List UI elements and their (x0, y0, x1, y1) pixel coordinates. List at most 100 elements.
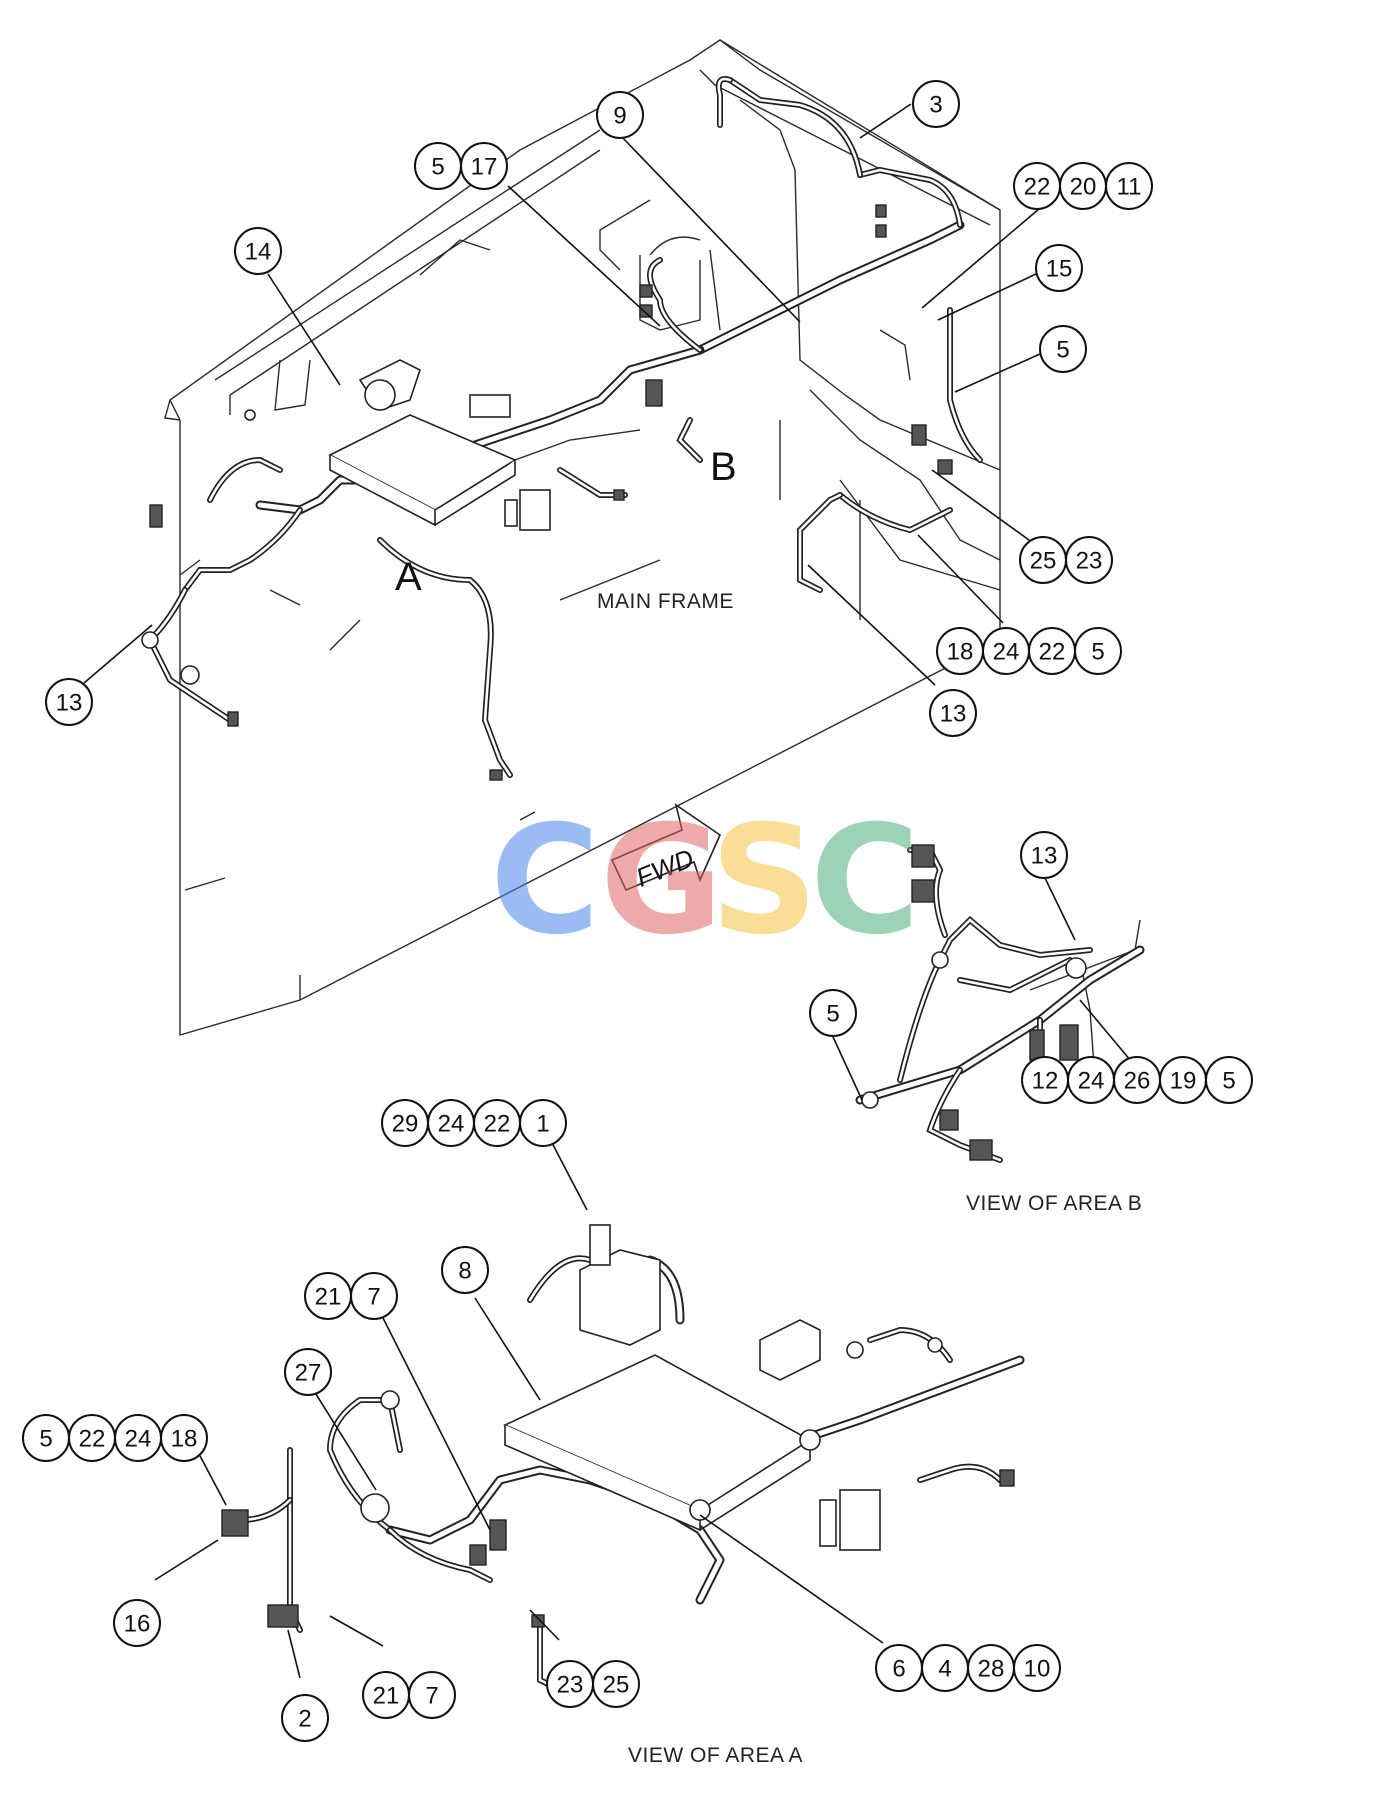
callout-balloon: 18 (936, 627, 984, 675)
callout-balloon: 4 (921, 1644, 969, 1692)
callout-number: 2 (298, 1706, 311, 1733)
callout-number: 19 (1170, 1068, 1197, 1095)
callout-number: 12 (1032, 1068, 1059, 1095)
callout-balloon: 7 (408, 1671, 456, 1719)
callout-balloon: 2 (281, 1694, 329, 1742)
callout-group-c13-b: 13 (1020, 831, 1068, 879)
callout-number: 5 (1091, 639, 1104, 666)
callout-balloon: 23 (546, 1660, 594, 1708)
callout-number: 29 (392, 1111, 419, 1138)
callout-number: 3 (929, 92, 942, 119)
callout-balloon: 21 (362, 1671, 410, 1719)
callout-number: 25 (603, 1672, 630, 1699)
watermark-letter: C (810, 794, 920, 968)
callout-number: 17 (471, 154, 498, 181)
callout-group-c13-mid: 13 (929, 689, 977, 737)
callout-balloon: 5 (1039, 325, 1087, 373)
callout-balloon: 19 (1159, 1056, 1207, 1104)
callout-number: 26 (1124, 1068, 1151, 1095)
callout-number: 15 (1046, 256, 1073, 283)
callout-number: 24 (993, 639, 1020, 666)
callout-balloon: 15 (1035, 244, 1083, 292)
callout-group-c3: 3 (912, 80, 960, 128)
callout-number: 13 (1031, 843, 1058, 870)
callout-balloon: 24 (427, 1099, 475, 1147)
callout-number: 9 (613, 103, 626, 130)
watermark-letter: C (490, 794, 600, 968)
callout-number: 22 (1039, 639, 1066, 666)
callout-group-c9: 9 (596, 91, 644, 139)
callout-balloon: 16 (113, 1599, 161, 1647)
callout-balloon: 3 (912, 80, 960, 128)
callout-balloon: 22 (1028, 627, 1076, 675)
callout-balloon: 25 (592, 1660, 640, 1708)
callout-number: 22 (1024, 174, 1051, 201)
callout-balloon: 22 (68, 1414, 116, 1462)
callout-number: 8 (458, 1258, 471, 1285)
callout-balloon: 8 (441, 1246, 489, 1294)
callout-balloon: 5 (22, 1414, 70, 1462)
callout-group-c25-23: 25 23 (1019, 536, 1113, 584)
callout-balloon: 27 (284, 1348, 332, 1396)
callout-number: 5 (1056, 337, 1069, 364)
callout-number: 6 (892, 1656, 905, 1683)
callout-number: 10 (1024, 1656, 1051, 1683)
callout-number: 28 (978, 1656, 1005, 1683)
callout-balloon: 11 (1105, 162, 1153, 210)
callout-number: 23 (1076, 548, 1103, 575)
callout-number: 11 (1117, 174, 1142, 201)
callout-balloon: 23 (1065, 536, 1113, 584)
callout-number: 5 (1222, 1068, 1235, 1095)
callout-number: 7 (367, 1284, 380, 1311)
callout-number: 14 (245, 239, 272, 266)
callout-balloon: 9 (596, 91, 644, 139)
callout-group-c5-b: 5 (809, 989, 857, 1037)
callout-number: 4 (938, 1656, 951, 1683)
callout-balloon: 5 (809, 989, 857, 1037)
callout-balloon: 5 (1074, 627, 1122, 675)
callout-balloon: 13 (45, 678, 93, 726)
callout-group-c5-right: 5 (1039, 325, 1087, 373)
callout-number: 5 (39, 1426, 52, 1453)
area-b-marker: B (710, 445, 737, 489)
callout-group-c13-left: 13 (45, 678, 93, 726)
callout-balloon: 29 (381, 1099, 429, 1147)
callout-balloon: 25 (1019, 536, 1067, 584)
area-b-caption: VIEW OF AREA B (966, 1192, 1142, 1215)
callout-group-c5-17: 5 17 (414, 142, 508, 190)
callout-number: 24 (1078, 1068, 1105, 1095)
main-frame-caption: MAIN FRAME (597, 590, 734, 613)
callout-number: 24 (125, 1426, 152, 1453)
callout-number: 5 (431, 154, 444, 181)
callout-group-c23-25: 23 25 (546, 1660, 640, 1708)
callout-group-c8: 8 (441, 1246, 489, 1294)
callout-balloon: 26 (1113, 1056, 1161, 1104)
callout-group-c14: 14 (234, 227, 282, 275)
area-a-marker: A (395, 555, 422, 599)
callout-group-c12-24-26-19-5: 12 24 26 19 5 (1021, 1056, 1253, 1104)
callout-group-c15: 15 (1035, 244, 1083, 292)
callout-number: 1 (536, 1111, 549, 1138)
callout-balloon: 22 (1013, 162, 1061, 210)
callout-group-c27: 27 (284, 1348, 332, 1396)
callout-balloon: 24 (1067, 1056, 1115, 1104)
callout-balloon: 7 (350, 1272, 398, 1320)
callout-number: 22 (79, 1426, 106, 1453)
callout-balloon: 5 (1205, 1056, 1253, 1104)
callout-balloon: 13 (929, 689, 977, 737)
callout-balloon: 22 (473, 1099, 521, 1147)
callout-number: 5 (826, 1001, 839, 1028)
callout-balloon: 24 (114, 1414, 162, 1462)
callout-balloon: 10 (1013, 1644, 1061, 1692)
callout-balloon: 28 (967, 1644, 1015, 1692)
callout-group-c18-24-22-5: 18 24 22 5 (936, 627, 1122, 675)
callout-number: 23 (557, 1672, 584, 1699)
watermark-letter: S (710, 794, 818, 968)
main-frame-harness (141, 76, 983, 781)
callout-balloon: 12 (1021, 1056, 1069, 1104)
callout-balloon: 24 (982, 627, 1030, 675)
